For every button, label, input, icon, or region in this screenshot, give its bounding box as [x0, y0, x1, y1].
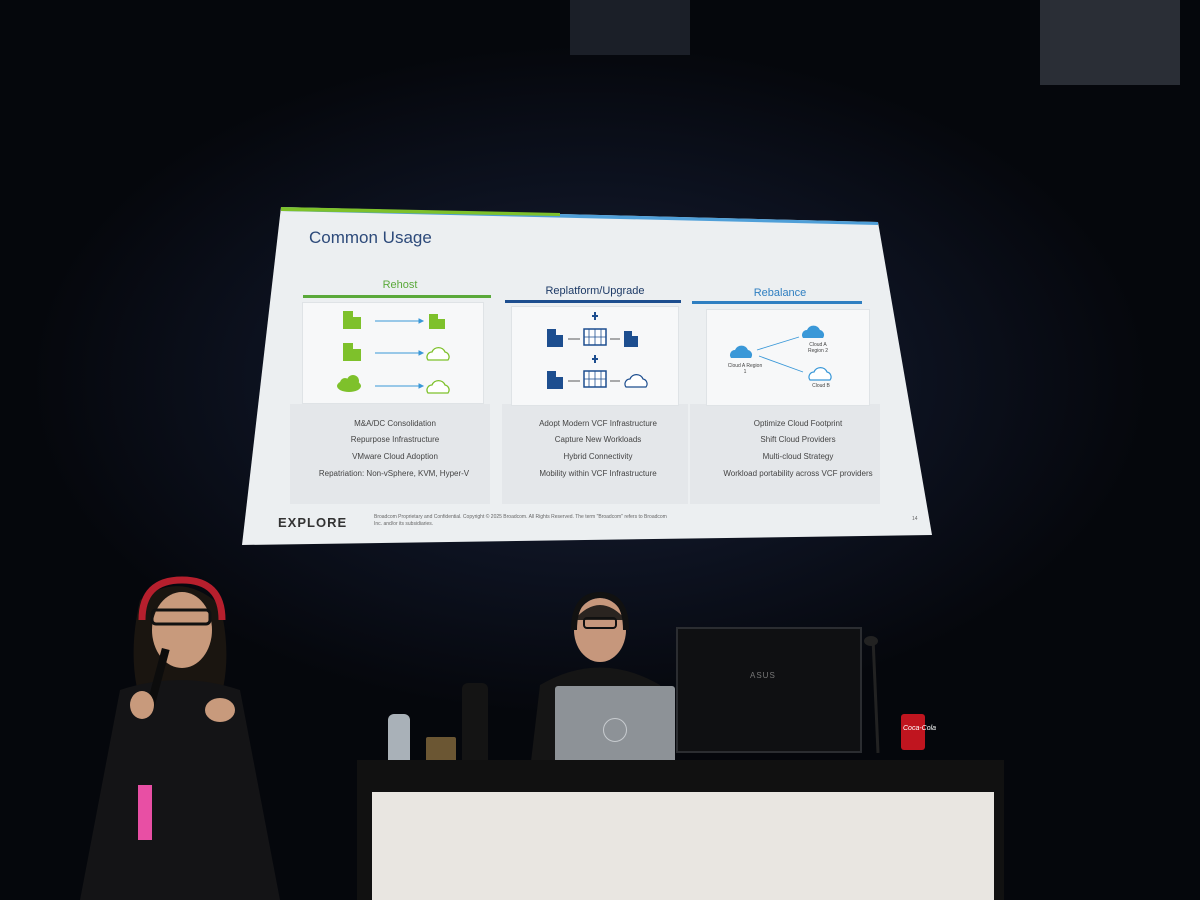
replatform-underline	[505, 300, 681, 303]
rebalance-diagram	[707, 310, 869, 405]
rehost-bullet-4: Repatriation: Non-vSphere, KVM, Hyper-V	[318, 469, 470, 478]
rebalance-bullet-1: Optimize Cloud Footprint	[753, 419, 843, 428]
rehost-column-bg	[290, 404, 490, 504]
rehost-bullet-1: M&A/DC Consolidation	[354, 419, 436, 428]
rebalance-bullet-3: Multi-cloud Strategy	[762, 452, 834, 461]
legal-footer: Broadcom Proprietary and Confidential. C…	[374, 514, 667, 527]
laptop-logo	[603, 718, 627, 742]
replatform-bullet-3: Hybrid Connectivity	[563, 452, 633, 461]
rebalance-label-cloudb: Cloud B	[812, 383, 830, 389]
replatform-bullet-4: Mobility within VCF Infrastructure	[539, 469, 657, 478]
replatform-bullet-2: Capture New Workloads	[554, 435, 642, 444]
ceiling-truss	[570, 0, 690, 55]
monitor	[676, 627, 862, 753]
replatform-column-bg	[502, 404, 688, 504]
ceiling-light-box	[1040, 0, 1180, 85]
rebalance-label-region2: Cloud A Region 2	[807, 342, 828, 354]
rebalance-bullet-4: Workload portability across VCF provider…	[723, 469, 873, 478]
desk-front-panel	[372, 792, 994, 900]
replatform-bullet-1: Adopt Modern VCF Infrastructure	[539, 419, 657, 428]
explore-logo: EXPLORE	[278, 515, 348, 530]
presenter-left	[80, 576, 280, 900]
soda-can-label: Coca-Cola	[903, 725, 937, 732]
column-heading-replatform: Replatform/Upgrade	[545, 285, 645, 297]
rebalance-underline	[692, 301, 862, 304]
page-number: 14	[912, 516, 918, 522]
rehost-underline	[303, 295, 491, 298]
column-heading-rebalance: Rebalance	[753, 287, 807, 299]
slide-title: Common Usage	[309, 228, 432, 247]
mic-stand	[864, 636, 880, 753]
column-heading-rehost: Rehost	[382, 279, 418, 291]
black-bottle	[462, 683, 488, 775]
replatform-diagram	[512, 307, 678, 405]
rehost-bullet-2: Repurpose Infrastructure	[350, 435, 440, 444]
rebalance-column-bg	[690, 404, 880, 504]
monitor-brand: ASUS	[750, 671, 776, 680]
rebalance-label-region1: Cloud A Region 1	[727, 363, 763, 375]
soda-can	[901, 714, 925, 750]
rebalance-bullet-2: Shift Cloud Providers	[760, 435, 836, 444]
rehost-bullet-3: VMware Cloud Adoption	[352, 452, 438, 461]
rehost-diagram	[303, 303, 483, 403]
